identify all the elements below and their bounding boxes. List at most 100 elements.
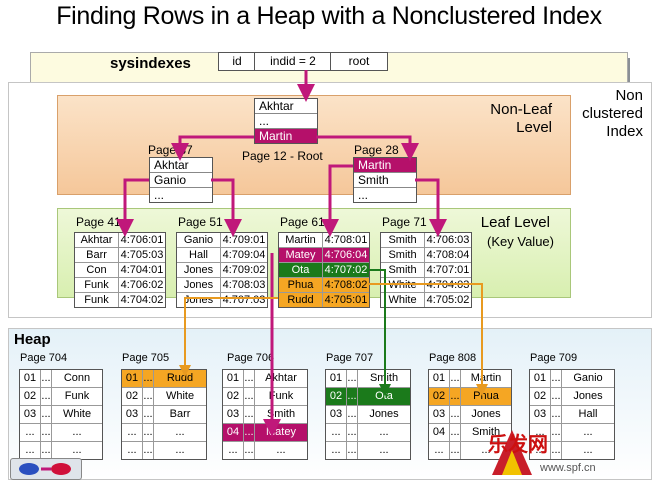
name: Ganio xyxy=(573,372,603,384)
slot: 02 xyxy=(20,388,41,405)
sysindexes-col-id: id xyxy=(218,52,256,71)
slot: 01 xyxy=(20,370,41,387)
nonleaf-row: ... xyxy=(154,188,165,202)
heap-row: 01... Conn xyxy=(20,370,102,388)
cell: ... xyxy=(244,388,255,405)
nonleaf-row: Ganio xyxy=(150,173,212,188)
slot: 03 xyxy=(20,406,41,423)
watermark-text: 乐发网 xyxy=(488,434,548,456)
leaf-key: Funk xyxy=(75,293,119,307)
leaf-page-caption: Page 61 xyxy=(280,215,325,229)
cell: ... xyxy=(450,370,461,387)
heap-row: ......... xyxy=(530,424,614,442)
heap-row: 02...Funk xyxy=(223,388,307,406)
leaf-rid: 4:705:01 xyxy=(324,294,368,306)
leaf-key: Martin xyxy=(279,233,323,247)
leaf-key: Smith xyxy=(381,233,425,247)
name: Matey xyxy=(266,426,296,438)
slot: 01 xyxy=(429,370,450,387)
leaf-rid: 4:709:01 xyxy=(222,234,266,246)
leaf-rid: 4:706:03 xyxy=(426,234,470,246)
slot: 03 xyxy=(530,406,551,423)
leaf-key: Matey xyxy=(279,248,323,262)
cell: ... xyxy=(347,424,358,441)
leaf-key: Hall xyxy=(177,248,221,262)
leaf-rid: 4:708:02 xyxy=(324,279,368,291)
leaf-key: White xyxy=(381,278,425,292)
leaf-rid: 4:704:03 xyxy=(426,279,470,291)
leaf-key: Funk xyxy=(75,278,119,292)
heap-row-highlight: 04... Matey xyxy=(223,424,307,442)
slide-nav-icon[interactable] xyxy=(10,458,82,480)
watermark-url: www.spf.cn xyxy=(540,462,596,474)
leaf-rid: 4:708:04 xyxy=(426,249,470,261)
nonleaf-page-caption: Page 28 xyxy=(354,143,399,157)
cell: ... xyxy=(143,442,154,459)
leaf-rid: 4:705:02 xyxy=(426,294,470,306)
leaf-key: Smith xyxy=(381,263,425,277)
cell: ... xyxy=(41,370,52,387)
cell: ... xyxy=(450,406,461,423)
sysindexes-col-root: root xyxy=(330,52,388,71)
leaf-key: White xyxy=(381,293,425,307)
name: Barr xyxy=(169,408,191,420)
heap-row: ......... xyxy=(20,424,102,442)
leaf-key: Jones xyxy=(177,263,221,277)
cell: ... xyxy=(41,388,52,405)
root-page: Akhtar ... Martin xyxy=(254,98,318,144)
cell: ... xyxy=(551,388,562,405)
heap-row-highlight: 01...Rudd xyxy=(122,370,206,388)
leaf-page-caption: Page 71 xyxy=(382,215,427,229)
cell: ... xyxy=(551,370,562,387)
slot: ... xyxy=(122,424,143,441)
heap-row: 01...Ganio xyxy=(530,370,614,388)
leaf-key: Jones xyxy=(177,293,221,307)
cell: ... xyxy=(143,406,154,423)
slot: 03 xyxy=(122,406,143,423)
name: Martin xyxy=(470,372,502,384)
heap-row: 02...White xyxy=(122,388,206,406)
name: Conn xyxy=(63,372,91,384)
slot: 01 xyxy=(326,370,347,387)
heap-row: ......... xyxy=(429,442,511,459)
nonleaf-level-label: Non-Leaf Level xyxy=(490,101,552,136)
cell: ... xyxy=(143,370,154,387)
leaf-key: Ota xyxy=(279,263,323,277)
name: ... xyxy=(175,426,185,438)
heap-row: ......... xyxy=(530,442,614,459)
slot: 04 xyxy=(223,424,244,441)
heap-label: Heap xyxy=(14,331,51,348)
heap-row-highlight: 02...Phua xyxy=(429,388,511,406)
slot: ... xyxy=(20,424,41,441)
leaf-key: Barr xyxy=(75,248,119,262)
nonleaf-page-caption: Page 37 xyxy=(148,143,193,157)
cell: ... xyxy=(244,370,255,387)
leaf-rid: 4:704:02 xyxy=(120,294,164,306)
heap-row: 01...Akhtar xyxy=(223,370,307,388)
cell: ... xyxy=(244,424,255,441)
name: ... xyxy=(175,444,185,456)
sysindexes-label: sysindexes xyxy=(110,55,191,72)
name: ... xyxy=(72,444,82,456)
heap-row: 03...Jones xyxy=(326,406,410,424)
nonleaf-page: Martin Smith ... xyxy=(353,157,417,203)
leaf-rid: 4:707:03 xyxy=(222,294,266,306)
name: Phua xyxy=(473,390,499,402)
slot: 04 xyxy=(429,424,450,441)
heap-row-highlight: 02...Ota xyxy=(326,388,410,406)
